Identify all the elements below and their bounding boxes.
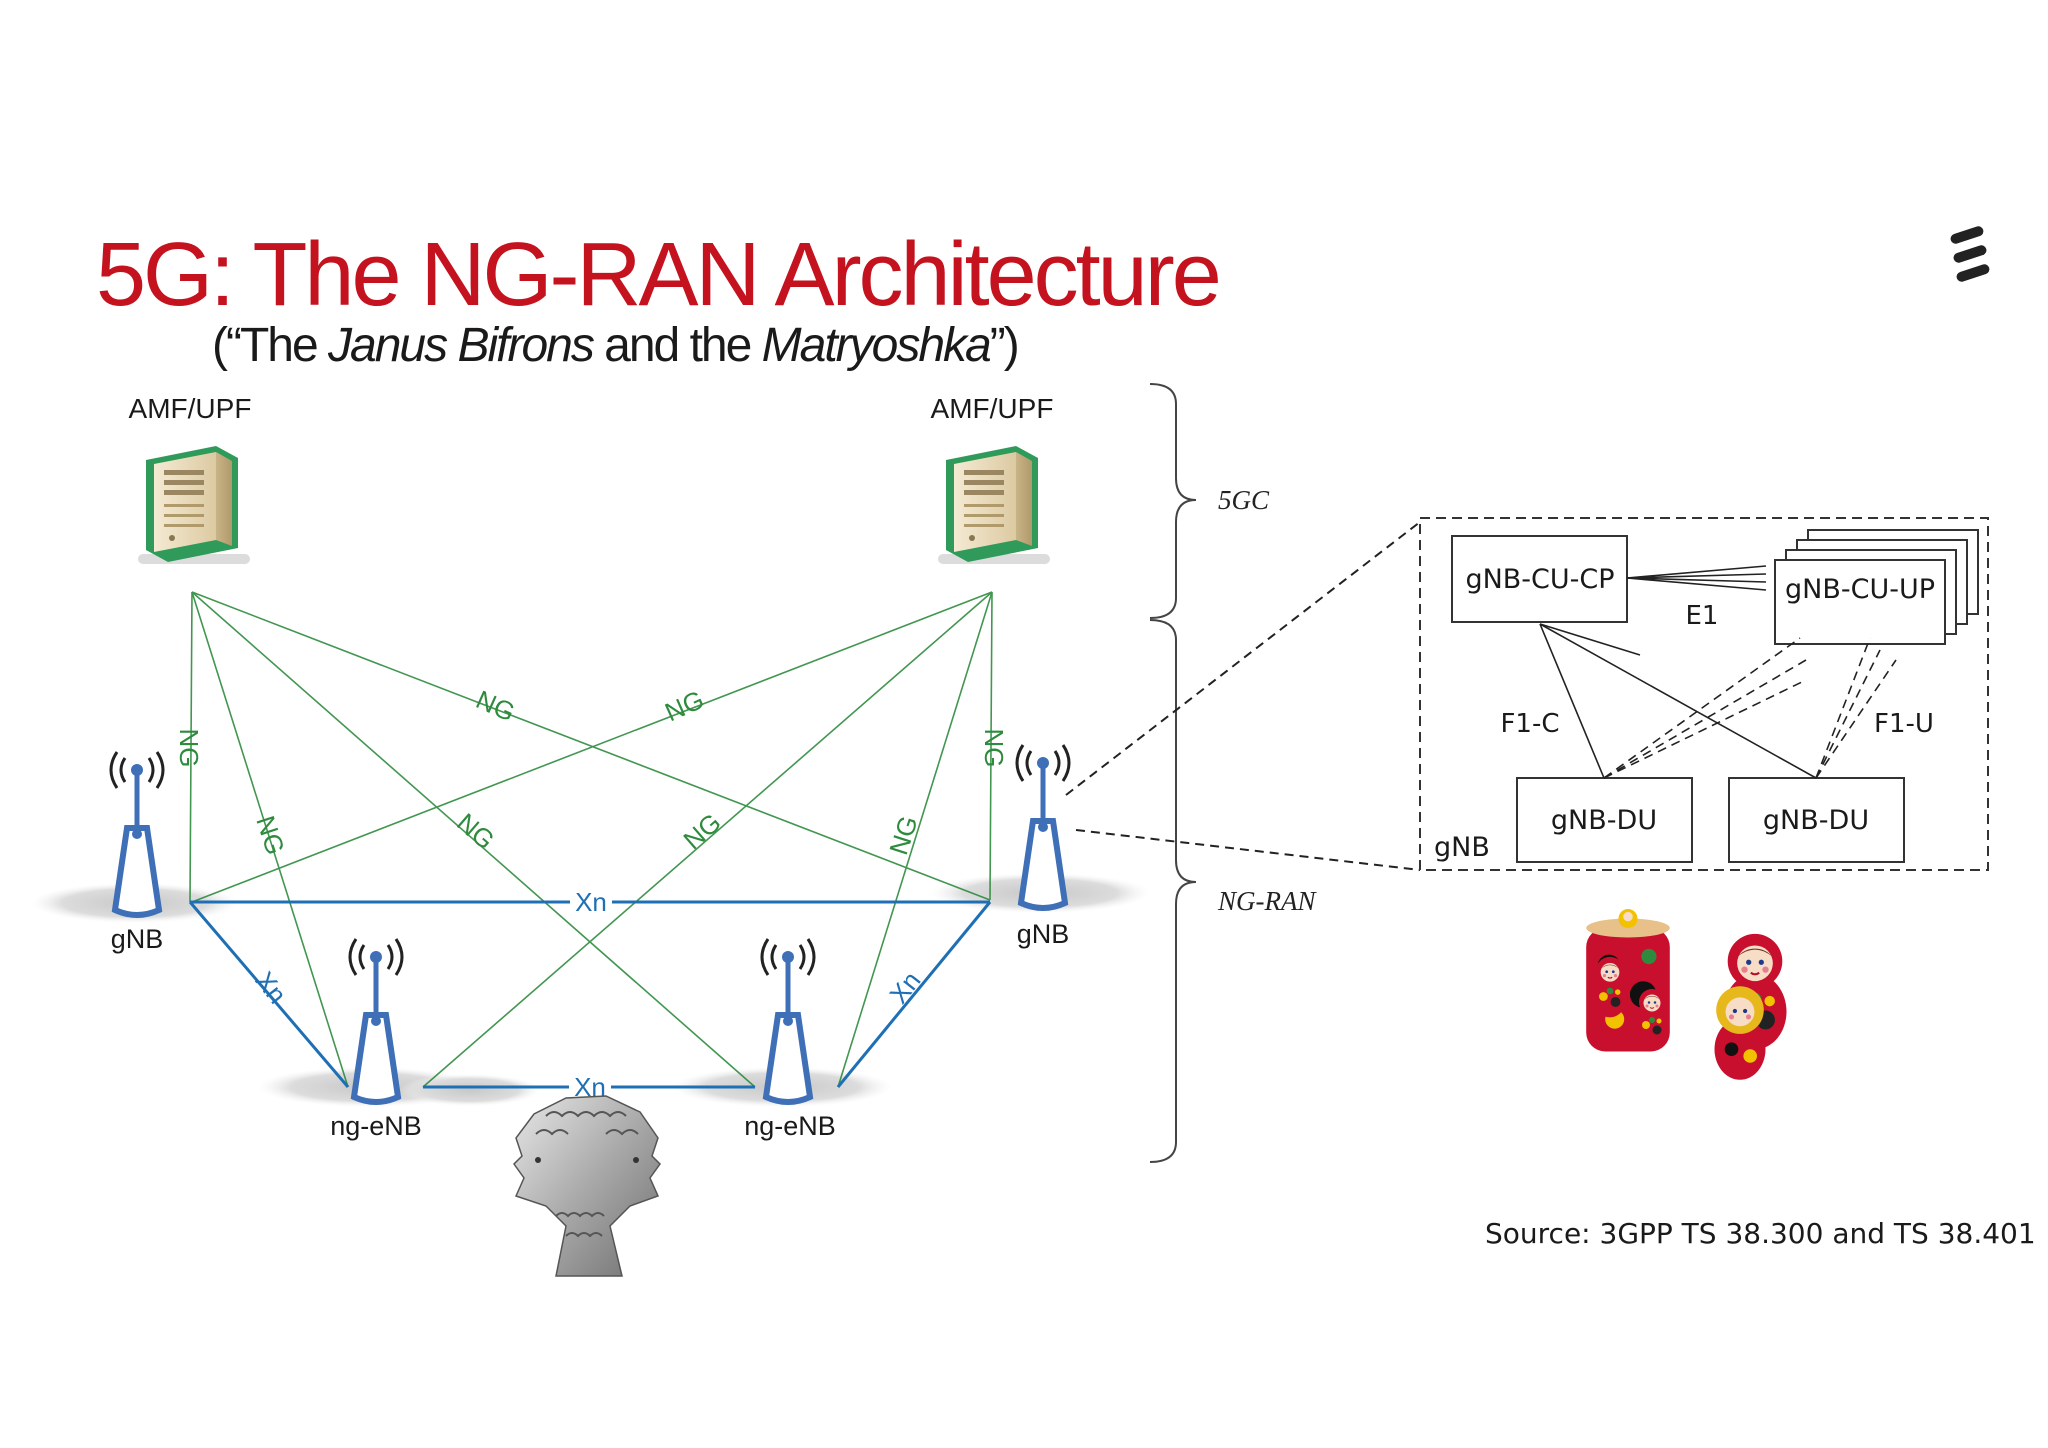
ng-ran-label: NG-RAN [1217, 886, 1317, 916]
brace-ng-ran [1149, 619, 1197, 1163]
xn-label: Xn [575, 887, 607, 917]
ng-enb-left-label: ng-eNB [330, 1111, 422, 1141]
ng-label: NG [678, 807, 727, 855]
janus-bust-icon [513, 1095, 661, 1277]
f1u-link [1603, 637, 1897, 779]
ground-shadow [400, 1074, 540, 1106]
ng-label: NG [250, 812, 291, 858]
gnb-du-right-label: gNB-DU [1763, 805, 1869, 836]
xn-links [188, 900, 992, 1089]
ng-link [191, 591, 991, 901]
ng-enb-right-label: ng-eNB [744, 1111, 836, 1141]
server-icon [938, 446, 1050, 564]
ericsson-logo-icon [1950, 226, 1990, 282]
gnb-detail-box [1419, 517, 1989, 871]
subtitle-matryoshka: Matryoshka [761, 319, 992, 372]
cu-up-stack [1774, 529, 1979, 645]
subtitle-middle: and the [592, 319, 762, 372]
e1-link [1626, 565, 1767, 591]
source-citation: Source: 3GPP TS 38.300 and TS 38.401 [1485, 1217, 2036, 1250]
f1u-label: F1-U [1874, 709, 1934, 739]
xn-link [836, 901, 992, 1088]
antenna-icon [111, 752, 163, 915]
subtitle-close: ”) [989, 319, 1020, 372]
gnb-du-right-box [1728, 777, 1905, 863]
ng-label: NG [979, 729, 1009, 768]
amf-upf-right-label: AMF/UPF [931, 393, 1054, 424]
ng-links [189, 591, 993, 1088]
ng-link [837, 591, 993, 1088]
ng-label: NG [451, 807, 500, 855]
xn-label: Xn [883, 966, 926, 1010]
5gc-label: 5GC [1218, 485, 1270, 515]
gnb-right-label: gNB [1017, 919, 1070, 949]
subtitle-janus: Janus Bifrons [328, 319, 595, 372]
gnb-cu-cp-label: gNB-CU-CP [1465, 564, 1614, 595]
matryoshka-dolls-icon [1586, 909, 1788, 1080]
antenna-icon [350, 939, 402, 1102]
brace-5gc [1149, 383, 1197, 619]
zoom-lines [1065, 521, 1421, 871]
gnb-detail-container-label: gNB [1434, 832, 1490, 863]
e1-label: E1 [1686, 601, 1719, 631]
f1c-label: F1-C [1500, 709, 1559, 739]
ng-label: NG [472, 684, 520, 727]
ng-link [989, 591, 993, 901]
xn-link [188, 901, 350, 1088]
ng-link [191, 591, 993, 903]
subtitle-open: (“The [212, 319, 329, 372]
gnb-du-left-label: gNB-DU [1551, 805, 1657, 836]
ng-link [191, 591, 756, 1088]
amf-upf-left-label: AMF/UPF [129, 393, 252, 424]
antenna-icon [1017, 745, 1069, 908]
page-subtitle: (“The Janus Bifrons and the Matryoshka”) [212, 318, 1020, 373]
page-title: 5G: The NG-RAN Architecture [96, 225, 1222, 325]
ng-label: NG [883, 812, 924, 858]
xn-label: Xn [249, 966, 292, 1010]
antenna-icon [762, 939, 814, 1102]
gnb-cu-up-label: gNB-CU-UP [1785, 574, 1935, 605]
gnb-du-left-box [1516, 777, 1693, 863]
ng-label: NG [660, 684, 708, 727]
ng-link [189, 591, 193, 903]
ng-link [422, 591, 993, 1088]
f1c-link [1539, 623, 1817, 779]
gnb-cu-cp-box [1451, 535, 1628, 623]
ng-link [191, 591, 349, 1088]
ng-label: NG [174, 729, 204, 768]
server-icon [138, 446, 250, 564]
gnb-left-label: gNB [111, 924, 164, 954]
